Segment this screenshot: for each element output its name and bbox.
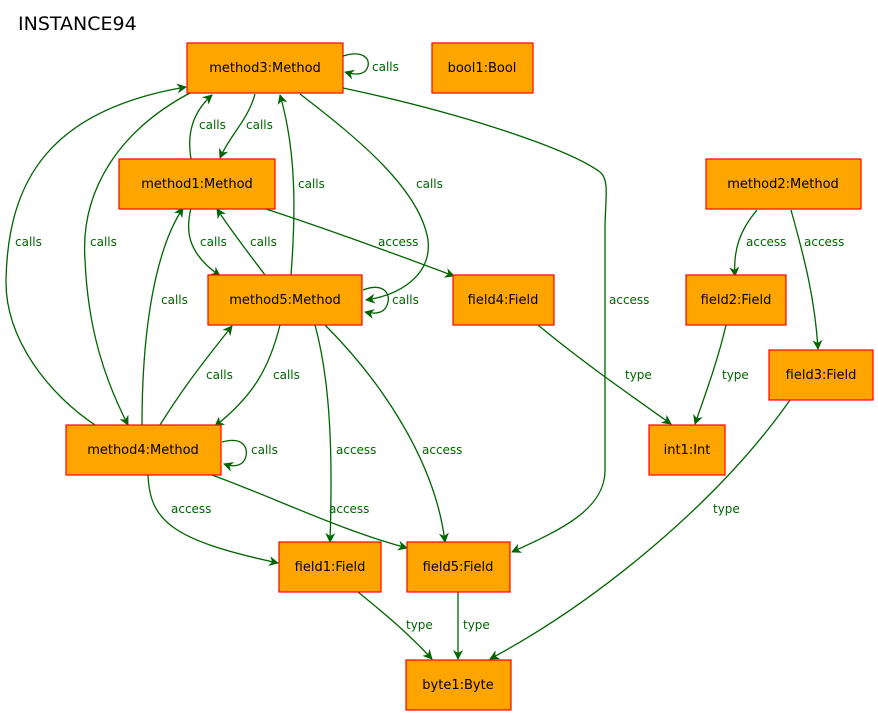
edge-method2-field2: access bbox=[729, 209, 786, 277]
edge-field5-byte1: type bbox=[453, 591, 490, 660]
edge-method3-method1: calls bbox=[219, 93, 273, 159]
edge-method4-method1: calls bbox=[141, 207, 188, 426]
edge-label: access bbox=[746, 235, 786, 249]
diagram-title: INSTANCE94 bbox=[18, 13, 137, 35]
node-method2[interactable]: method2:Method bbox=[705, 158, 862, 210]
edge-method4-method4: calls bbox=[221, 439, 278, 472]
edge-method5-method1: calls bbox=[216, 208, 277, 276]
edge-label: access bbox=[609, 293, 649, 307]
edge-method4-field5: access bbox=[211, 474, 408, 551]
edge-field4-int1: type bbox=[537, 324, 672, 425]
edge-method3-method5: calls bbox=[299, 93, 443, 304]
edge-method3-method4: calls bbox=[83, 92, 191, 426]
edge-label: calls bbox=[250, 235, 277, 249]
edge-label: calls bbox=[392, 293, 419, 307]
edge-label: type bbox=[625, 368, 652, 382]
edge-label: calls bbox=[372, 60, 399, 74]
node-label: method4:Method bbox=[87, 443, 199, 458]
node-method1[interactable]: method1:Method bbox=[118, 158, 276, 210]
edge-label: calls bbox=[298, 177, 325, 191]
edge-label: access bbox=[336, 443, 376, 457]
edge-label: access bbox=[804, 235, 844, 249]
edge-label: calls bbox=[251, 443, 278, 457]
node-method3[interactable]: method3:Method bbox=[186, 42, 344, 94]
edge-method5-field5: access bbox=[324, 324, 462, 543]
edge-label: calls bbox=[206, 368, 233, 382]
node-label: byte1:Byte bbox=[422, 678, 493, 693]
edge-label: access bbox=[171, 502, 211, 516]
edge-label: calls bbox=[246, 118, 273, 132]
edge-method1-method5: calls bbox=[187, 207, 227, 277]
node-label: field1:Field bbox=[295, 560, 366, 575]
edge-label: calls bbox=[199, 118, 226, 132]
edge-method5-field1: access bbox=[314, 324, 376, 543]
edges: calls calls calls calls calls calls bbox=[5, 53, 844, 660]
edge-label: access bbox=[422, 443, 462, 457]
edge-method4-field1: access bbox=[147, 474, 279, 567]
edge-method2-field3: access bbox=[790, 209, 844, 350]
edge-method5-method5: calls bbox=[362, 286, 419, 319]
edge-label: calls bbox=[200, 235, 227, 249]
edge-label: access bbox=[329, 502, 369, 516]
edge-label: type bbox=[722, 368, 749, 382]
edge-method1-method3: calls bbox=[189, 94, 226, 160]
nodes: method3:Method bool1:Bool method1:Method… bbox=[65, 42, 874, 711]
edge-label: calls bbox=[15, 235, 42, 249]
edge-label: calls bbox=[90, 235, 117, 249]
edge-label: calls bbox=[416, 177, 443, 191]
node-label: method3:Method bbox=[209, 61, 321, 76]
edge-field2-int1: type bbox=[693, 324, 749, 425]
edge-method3-field5: access bbox=[342, 87, 649, 553]
node-field2[interactable]: field2:Field bbox=[685, 274, 787, 326]
node-label: method2:Method bbox=[727, 177, 839, 192]
edge-label: calls bbox=[273, 368, 300, 382]
node-label: field2:Field bbox=[701, 293, 772, 308]
node-field1[interactable]: field1:Field bbox=[278, 541, 382, 593]
edge-method4-method5: calls bbox=[159, 325, 233, 426]
node-byte1[interactable]: byte1:Byte bbox=[405, 659, 512, 711]
node-field3[interactable]: field3:Field bbox=[768, 349, 874, 401]
edge-label: calls bbox=[161, 293, 188, 307]
edge-method4-method3: calls bbox=[5, 83, 187, 426]
node-method5[interactable]: method5:Method bbox=[207, 274, 363, 326]
edge-method3-method3: calls bbox=[342, 53, 399, 80]
node-field4[interactable]: field4:Field bbox=[452, 274, 555, 326]
edge-label: type bbox=[463, 618, 490, 632]
edge-method5-method3: calls bbox=[277, 94, 325, 276]
edge-label: type bbox=[713, 502, 740, 516]
node-label: field5:Field bbox=[423, 560, 494, 575]
node-label: method5:Method bbox=[229, 293, 341, 308]
node-label: field4:Field bbox=[468, 293, 539, 308]
node-int1[interactable]: int1:Int bbox=[648, 424, 726, 476]
node-field5[interactable]: field5:Field bbox=[406, 541, 511, 593]
node-method4[interactable]: method4:Method bbox=[65, 424, 222, 476]
node-bool1[interactable]: bool1:Bool bbox=[431, 42, 534, 94]
edge-method5-method4: calls bbox=[214, 324, 300, 427]
node-label: method1:Method bbox=[141, 177, 253, 192]
edge-field1-byte1: type bbox=[357, 591, 433, 660]
edge-field3-byte1: type bbox=[489, 399, 791, 660]
node-label: bool1:Bool bbox=[448, 61, 517, 76]
node-label: field3:Field bbox=[786, 368, 857, 383]
node-label: int1:Int bbox=[664, 443, 711, 458]
edge-method1-field4: access bbox=[262, 207, 455, 278]
edge-label: type bbox=[406, 618, 433, 632]
edge-label: access bbox=[378, 235, 418, 249]
